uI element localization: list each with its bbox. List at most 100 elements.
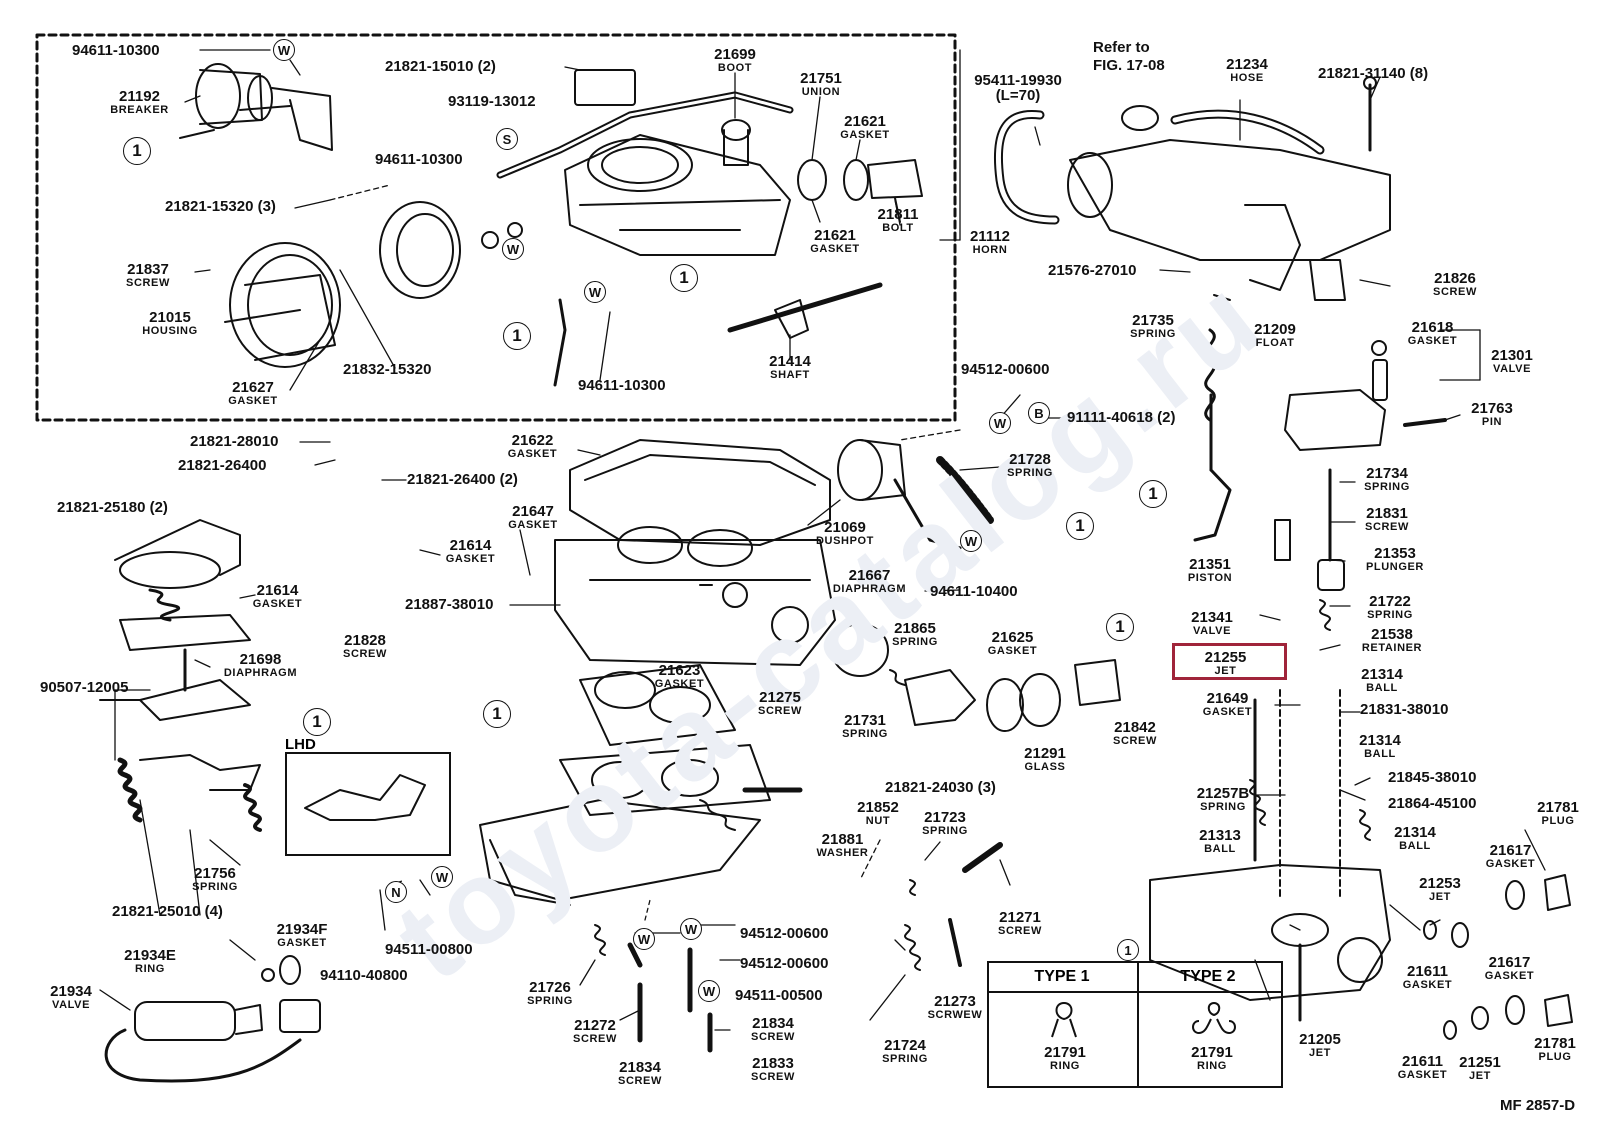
part-label[interactable]: Refer to <box>1093 39 1150 56</box>
part-label[interactable]: 21821-28010 <box>190 433 279 450</box>
part-label[interactable]: 95411-19930(L=70) <box>974 72 1062 104</box>
part-label[interactable]: 94512-00600 <box>740 925 829 942</box>
part-label[interactable]: 21821-15320 (3) <box>165 198 276 215</box>
part-label[interactable]: 94110-40800 <box>320 967 408 984</box>
part-label[interactable]: 21576-27010 <box>1048 262 1137 279</box>
part-label[interactable]: 91111-40618 (2) <box>1067 409 1176 426</box>
part-label[interactable]: 90507-12005 <box>40 679 129 696</box>
part-label[interactable]: 21821-15010 (2) <box>385 58 496 75</box>
part-label[interactable]: 21832-15320 <box>343 361 432 378</box>
part-label[interactable]: 21821-25010 (4) <box>112 903 223 920</box>
part-label[interactable]: 21821-26400 <box>178 457 267 474</box>
part-label[interactable]: 94512-00600 <box>740 955 829 972</box>
part-label[interactable]: 94611-10300 <box>578 377 666 394</box>
part-label[interactable]: 94511-00500 <box>735 987 823 1004</box>
part-label[interactable]: FIG. 17-08 <box>1093 57 1165 74</box>
part-label[interactable]: 21831-38010 <box>1360 701 1449 718</box>
part-label[interactable]: 21821-31140 (8) <box>1318 65 1429 82</box>
part-label[interactable]: 21887-38010 <box>405 596 494 613</box>
part-label[interactable]: 94611-10400 <box>930 583 1018 600</box>
part-label[interactable]: 94611-10300 <box>375 151 463 168</box>
part-label[interactable]: 94611-10300 <box>72 42 160 59</box>
part-label[interactable]: 94512-00600 <box>961 361 1050 378</box>
part-label[interactable]: 94511-00800 <box>385 941 473 958</box>
part-label[interactable]: 21821-25180 (2) <box>57 499 168 516</box>
part-label[interactable]: 21845-38010 <box>1388 769 1477 786</box>
part-label[interactable]: 93119-13012 <box>448 93 536 110</box>
part-label[interactable]: 21821-24030 (3) <box>885 779 996 796</box>
highlight-box-21255[interactable] <box>1172 643 1287 680</box>
part-label[interactable]: 21821-26400 (2) <box>407 471 518 488</box>
part-label[interactable]: 21864-45100 <box>1388 795 1477 812</box>
